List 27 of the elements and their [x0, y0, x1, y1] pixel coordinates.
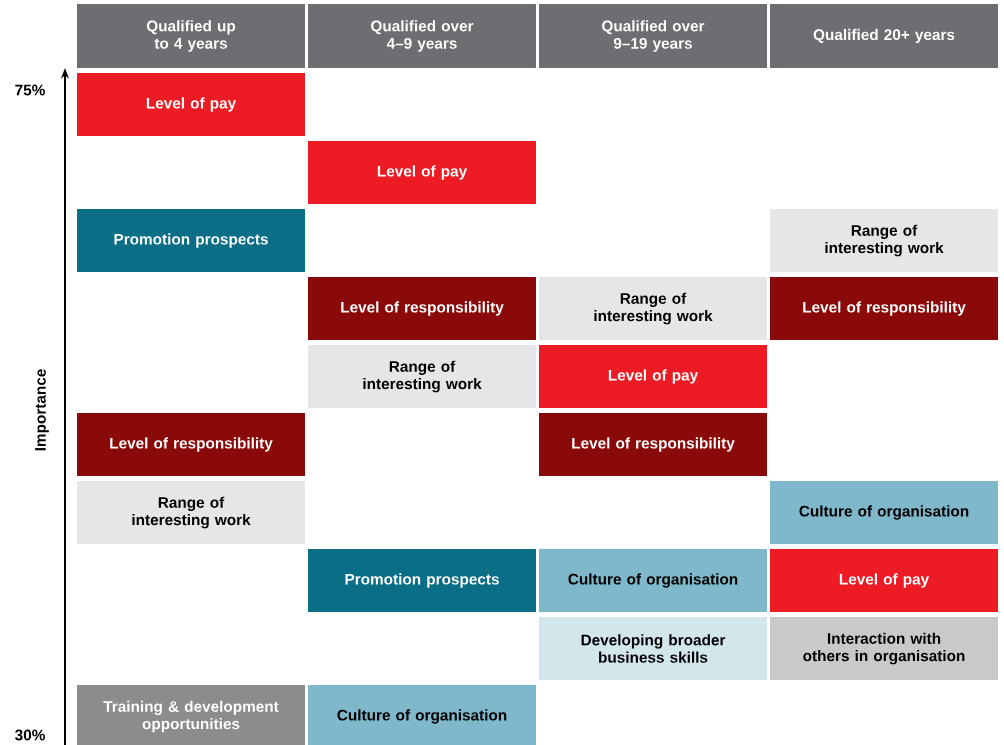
factor-box: Level of responsibility: [77, 413, 305, 476]
factor-box: Level of pay: [308, 141, 536, 204]
axis-label: 30%: [15, 729, 45, 741]
factor-box: Level of pay: [77, 73, 305, 136]
factor-box: Range of interesting work: [770, 209, 998, 272]
factor-box: Level of pay: [770, 549, 998, 612]
factor-box: Level of pay: [539, 345, 767, 408]
factor-box: Level of responsibility: [539, 413, 767, 476]
column-header: Qualified up to 4 years: [77, 4, 305, 68]
column-header: Qualified over 9–19 years: [539, 4, 767, 68]
factor-box: Promotion prospects: [77, 209, 305, 272]
factor-box: Range of interesting work: [308, 345, 536, 408]
column-header: Qualified 20+ years: [770, 4, 998, 68]
factor-box: Level of responsibility: [770, 277, 998, 340]
column-header: Qualified over 4–9 years: [308, 4, 536, 68]
factor-box: Level of responsibility: [308, 277, 536, 340]
factor-box: Culture of organisation: [308, 685, 536, 745]
axis-title: Importance: [35, 369, 49, 451]
factor-box: Developing broader business skills: [539, 617, 767, 680]
factor-box: Training & development opportunities: [77, 685, 305, 745]
factor-box: Promotion prospects: [308, 549, 536, 612]
axis-label: 75%: [15, 84, 45, 96]
factor-box: Range of interesting work: [539, 277, 767, 340]
factor-box: Culture of organisation: [770, 481, 998, 544]
factor-box: Interaction with others in organisation: [770, 617, 998, 680]
factor-box: Culture of organisation: [539, 549, 767, 612]
factor-box: Range of interesting work: [77, 481, 305, 544]
